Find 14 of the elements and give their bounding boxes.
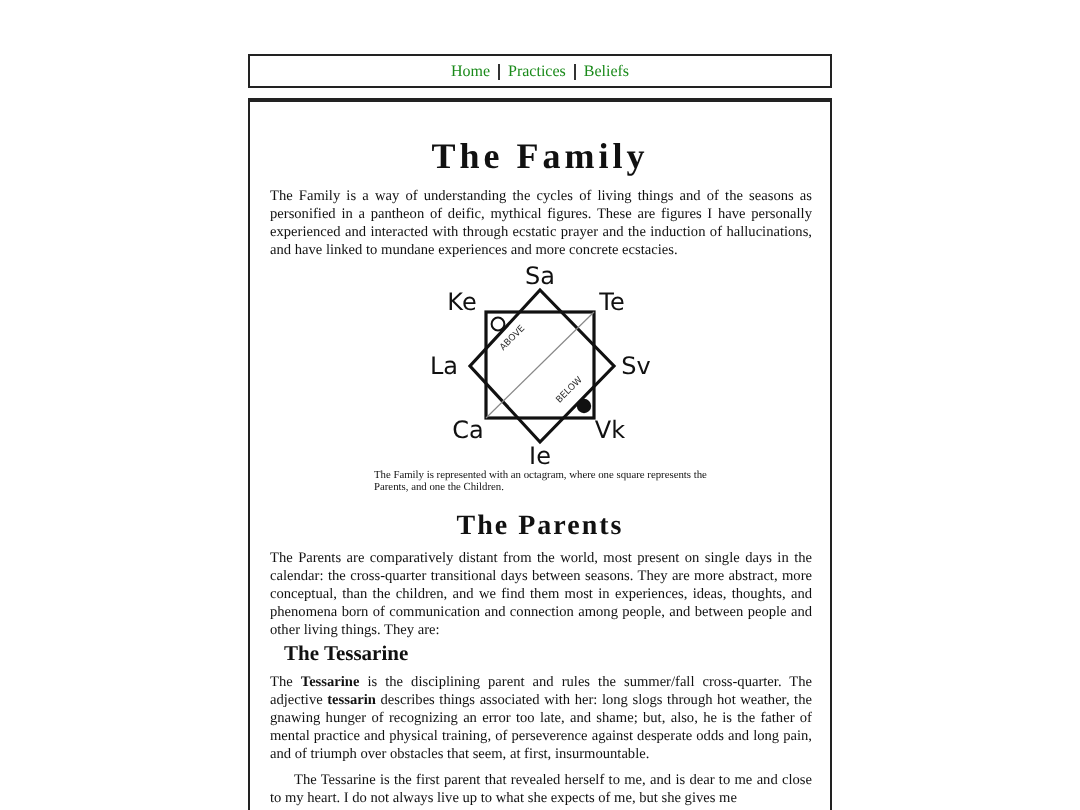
vertex-label: Ca bbox=[452, 418, 484, 442]
vertex-label: Ie bbox=[529, 444, 551, 468]
vertex-label: Ke bbox=[447, 290, 477, 314]
vertex-label: Sa bbox=[525, 264, 555, 288]
nav-link: Home bbox=[448, 62, 492, 80]
section-heading: The Parents bbox=[454, 510, 626, 544]
vertex-label: Vk bbox=[594, 418, 626, 442]
nav-link: Beliefs bbox=[581, 62, 632, 80]
vertex-label: Sv bbox=[621, 354, 651, 378]
vertex-label: Te bbox=[599, 290, 625, 314]
nav-link: Practices bbox=[506, 62, 568, 80]
subsection-heading: The Tessarine bbox=[284, 642, 411, 668]
vertex-label: La bbox=[429, 354, 459, 378]
page-heading: The Family bbox=[429, 134, 651, 178]
